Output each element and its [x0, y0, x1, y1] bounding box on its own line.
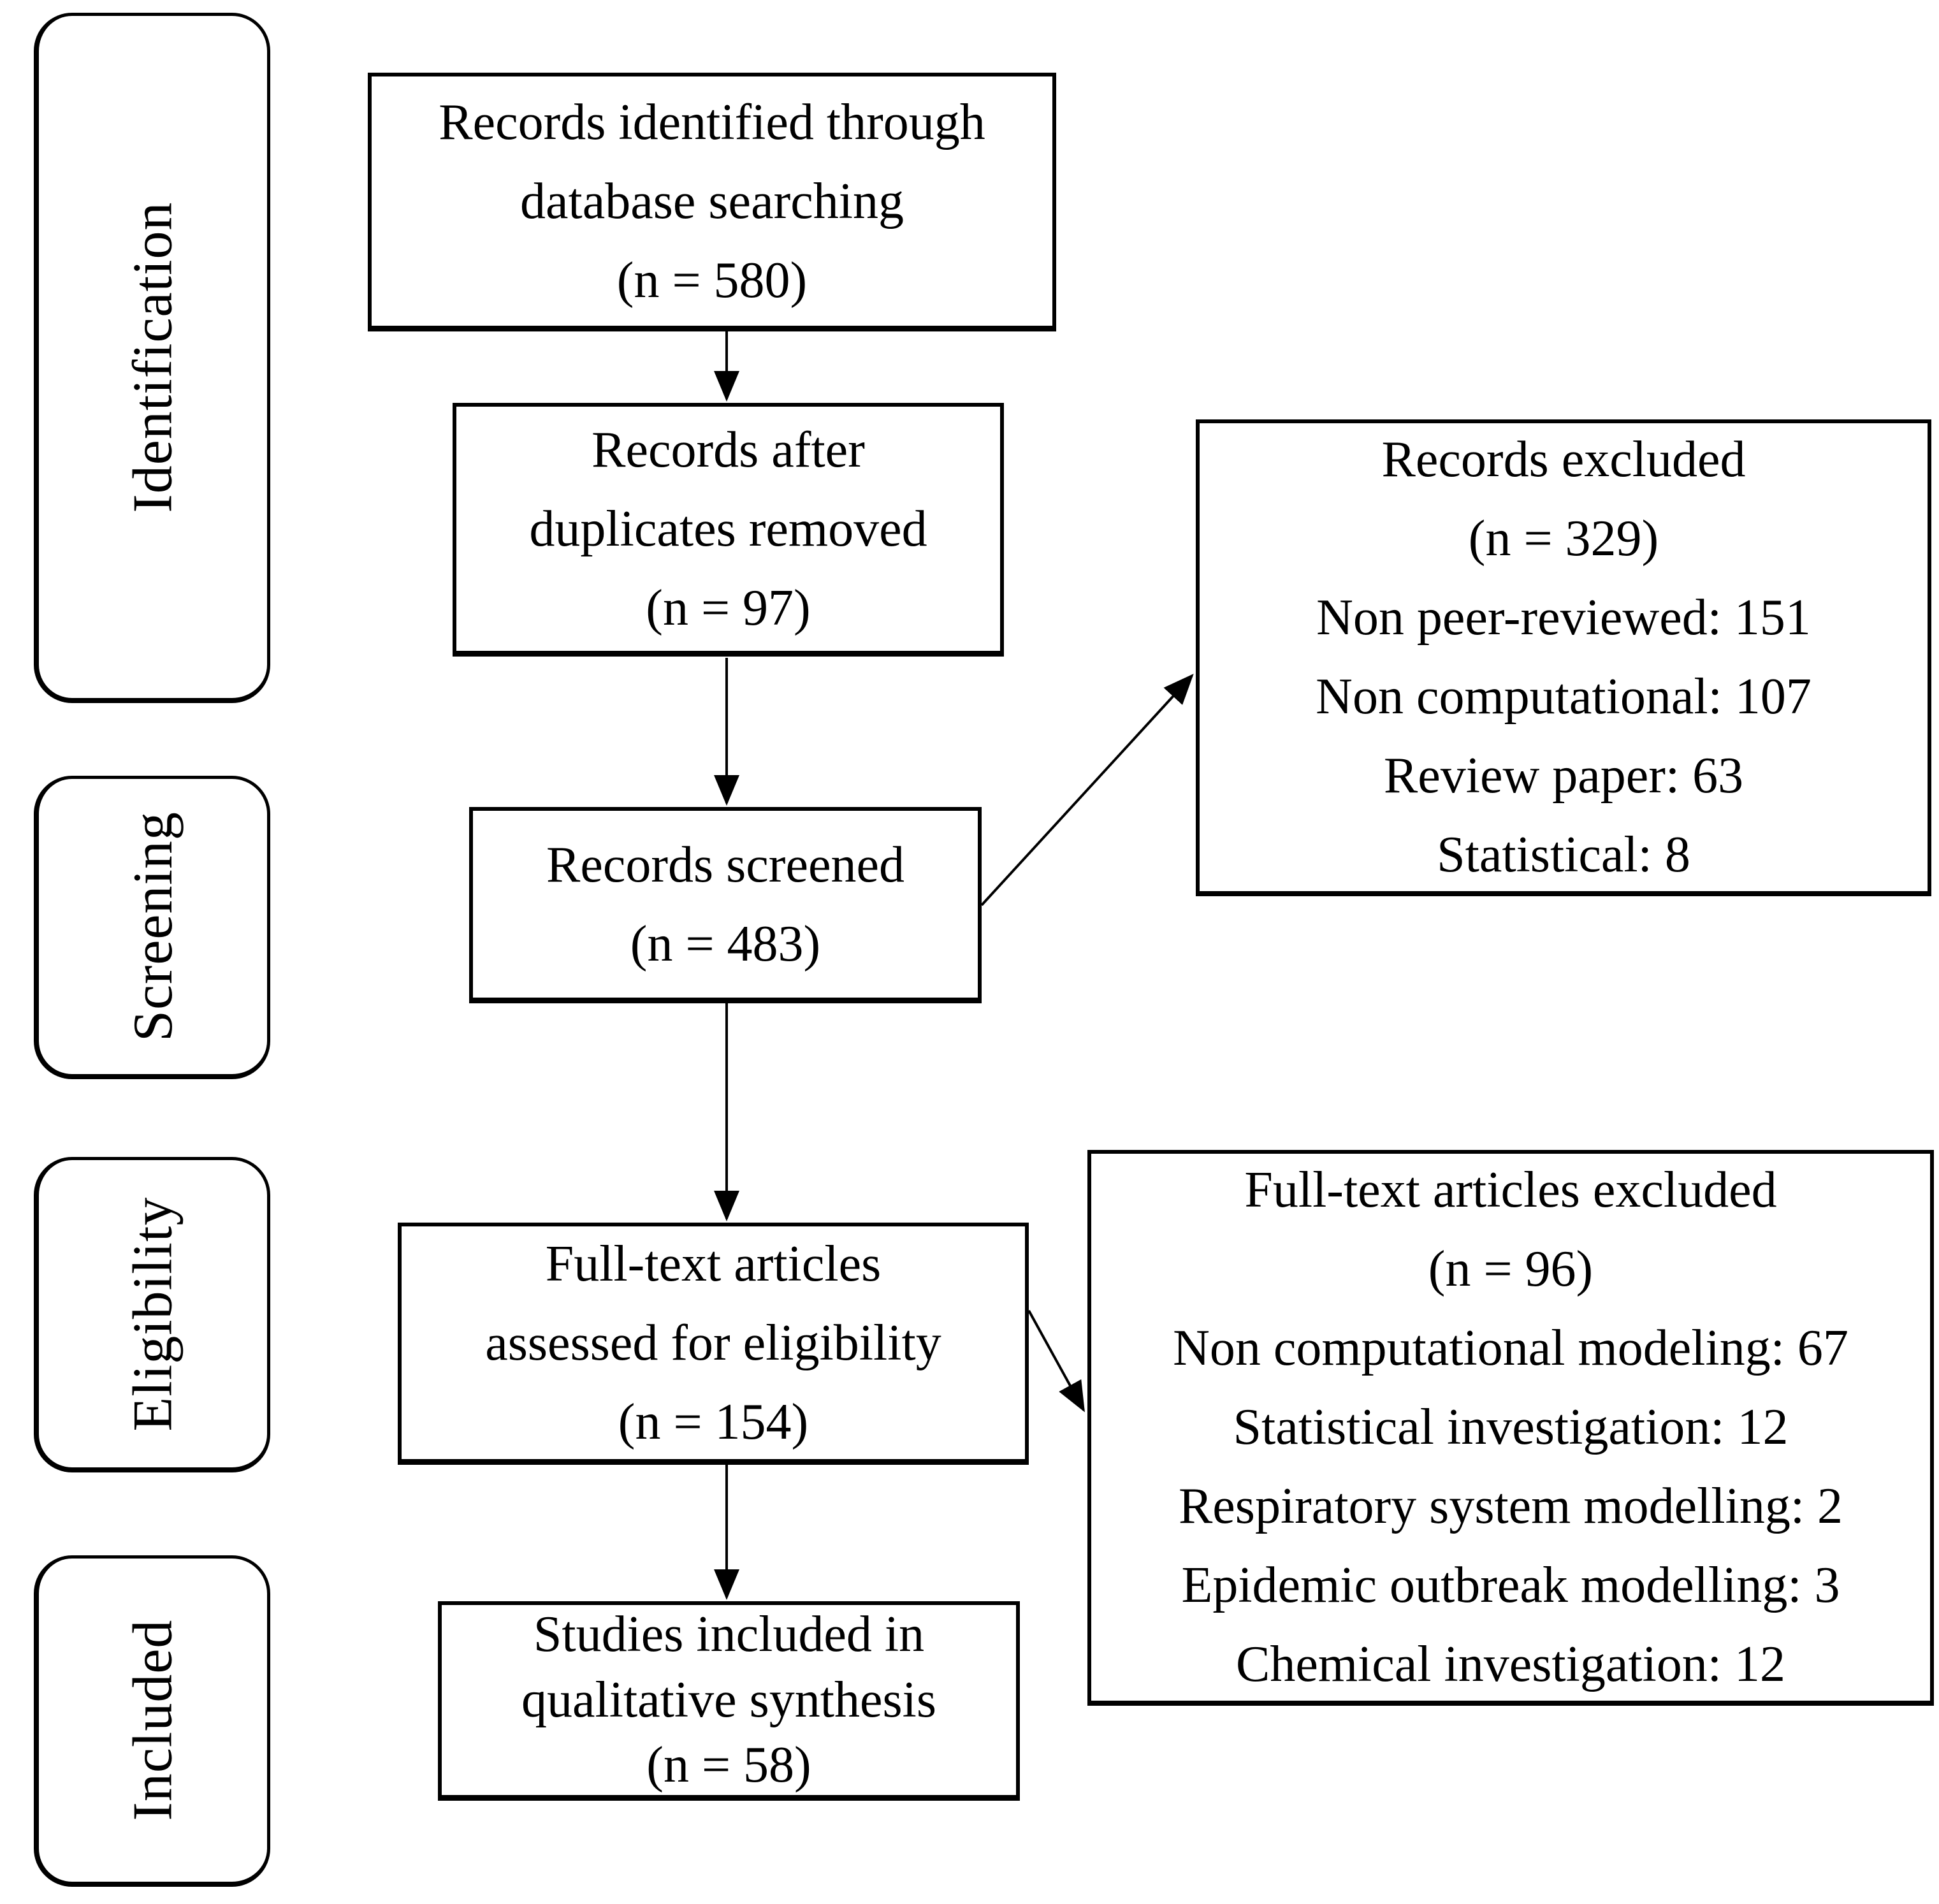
flow-box-screened-text: Records screened — [546, 836, 904, 893]
flow-box-duplicates-removed: Records after duplicates removed (n = 97… — [453, 403, 1004, 657]
arrow-screened-to-records-excluded — [980, 674, 1194, 906]
exclusion-records-reason: Non peer-reviewed: 151 — [1316, 590, 1811, 646]
arrow-fulltext-to-fulltext-excluded — [1028, 1310, 1085, 1413]
exclusion-fulltext-reason: Non computational modeling: 67 — [1173, 1320, 1848, 1376]
flow-box-identified: Records identified through database sear… — [368, 73, 1056, 331]
exclusion-records-title: Records excluded — [1381, 432, 1746, 488]
flow-box-included: Studies included in qualitative synthesi… — [438, 1601, 1020, 1801]
exclusion-box-fulltext: Full-text articles excluded (n = 96) Non… — [1087, 1150, 1934, 1706]
exclusion-fulltext-reason: Chemical investigation: 12 — [1235, 1636, 1786, 1692]
flow-box-identified-text: Records identified through database sear… — [439, 94, 985, 229]
flow-box-included-count: (n = 58) — [646, 1737, 811, 1794]
stage-eligibility: Eligibility — [34, 1157, 270, 1472]
flow-box-duplicates-removed-text: Records after duplicates removed — [529, 421, 927, 557]
exclusion-records-reason: Review paper: 63 — [1383, 748, 1744, 804]
flow-box-fulltext-assessed-text: Full-text articles assessed for eligibil… — [485, 1235, 941, 1371]
flow-box-included-text: Studies included in qualitative synthesi… — [521, 1606, 936, 1728]
stage-included: Included — [34, 1555, 270, 1887]
exclusion-records-reason: Statistical: 8 — [1437, 827, 1690, 883]
flow-box-screened: Records screened (n = 483) — [469, 807, 982, 1003]
exclusion-fulltext-title: Full-text articles excluded — [1244, 1162, 1777, 1218]
stage-identification: Identification — [34, 13, 270, 703]
exclusion-fulltext-reason: Epidemic outbreak modelling: 3 — [1181, 1557, 1840, 1613]
flow-box-screened-count: (n = 483) — [630, 915, 821, 972]
flow-box-fulltext-assessed-count: (n = 154) — [618, 1393, 809, 1450]
flow-box-duplicates-removed-count: (n = 97) — [646, 579, 811, 636]
exclusion-fulltext-reason: Statistical investigation: 12 — [1233, 1399, 1789, 1455]
exclusion-records-reason: Non computational: 107 — [1316, 669, 1812, 725]
stage-screening: Screening — [34, 776, 270, 1079]
flow-box-identified-count: (n = 580) — [616, 252, 808, 309]
exclusion-records-count: (n = 329) — [1468, 511, 1659, 567]
exclusion-fulltext-reason: Respiratory system modelling: 2 — [1178, 1478, 1843, 1534]
flow-box-fulltext-assessed: Full-text articles assessed for eligibil… — [398, 1223, 1029, 1465]
exclusion-fulltext-count: (n = 96) — [1428, 1241, 1594, 1297]
exclusion-box-records: Records excluded (n = 329) Non peer-revi… — [1196, 419, 1931, 896]
